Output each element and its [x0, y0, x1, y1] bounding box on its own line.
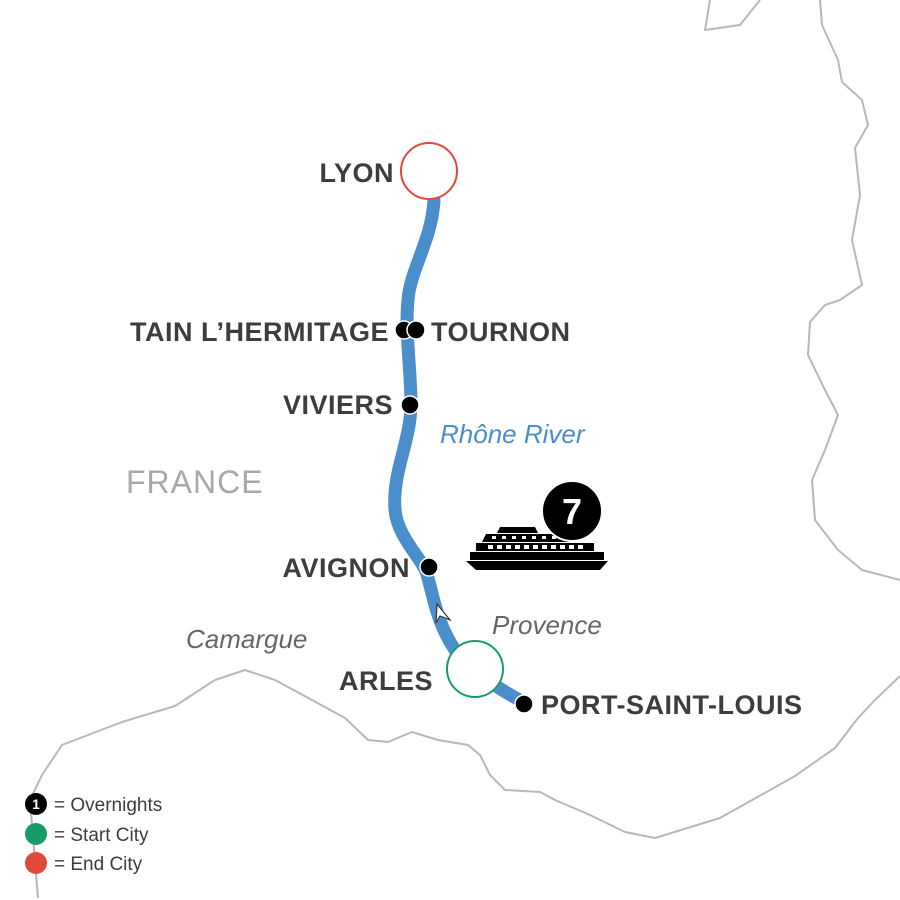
- city-label-lyon: LYON: [319, 158, 394, 188]
- city-dot-viviers: [400, 395, 420, 415]
- legend-overnights-number: 1: [32, 796, 40, 812]
- city-label-viviers: VIVIERS: [283, 390, 393, 420]
- city-dot-tournon: [406, 320, 426, 340]
- overnights-count: 7: [562, 491, 582, 532]
- city-label-port-saint-louis: PORT-SAINT-LOUIS: [541, 690, 803, 720]
- coastline: [29, 669, 900, 899]
- northern-border: [704, 0, 761, 31]
- legend-overnights-icon: [25, 793, 47, 815]
- country-label: FRANCE: [126, 464, 264, 500]
- borders: [29, 0, 900, 899]
- city-dot-port-saint-louis: [514, 694, 534, 714]
- legend-start-city-label: = Start City: [54, 825, 149, 846]
- legend: 1 = Overnights = Start City = End City: [25, 793, 162, 875]
- city-label-arles: ARLES: [339, 666, 433, 696]
- river-cruise-ship-icon: [466, 527, 608, 570]
- region-label-provence: Provence: [492, 610, 602, 640]
- direction-arrow-icon: [435, 602, 452, 624]
- legend-overnights-label: = Overnights: [54, 795, 162, 816]
- start-city-marker-arles: [446, 640, 504, 698]
- river-label: Rhône River: [440, 419, 586, 449]
- city-dot-avignon: [419, 557, 439, 577]
- city-label-avignon: AVIGNON: [282, 553, 410, 583]
- overnights-badge: 7: [541, 480, 603, 542]
- legend-end-city-label: = End City: [54, 854, 143, 875]
- region-label-camargue: Camargue: [186, 624, 307, 654]
- legend-end-city-icon: [25, 852, 47, 874]
- city-label-tournon: TOURNON: [431, 317, 571, 347]
- city-label-tain: TAIN L’HERMITAGE: [130, 317, 389, 347]
- end-city-marker-lyon: [400, 142, 458, 200]
- eastern-border: [807, 0, 900, 581]
- legend-start-city-icon: [25, 823, 47, 845]
